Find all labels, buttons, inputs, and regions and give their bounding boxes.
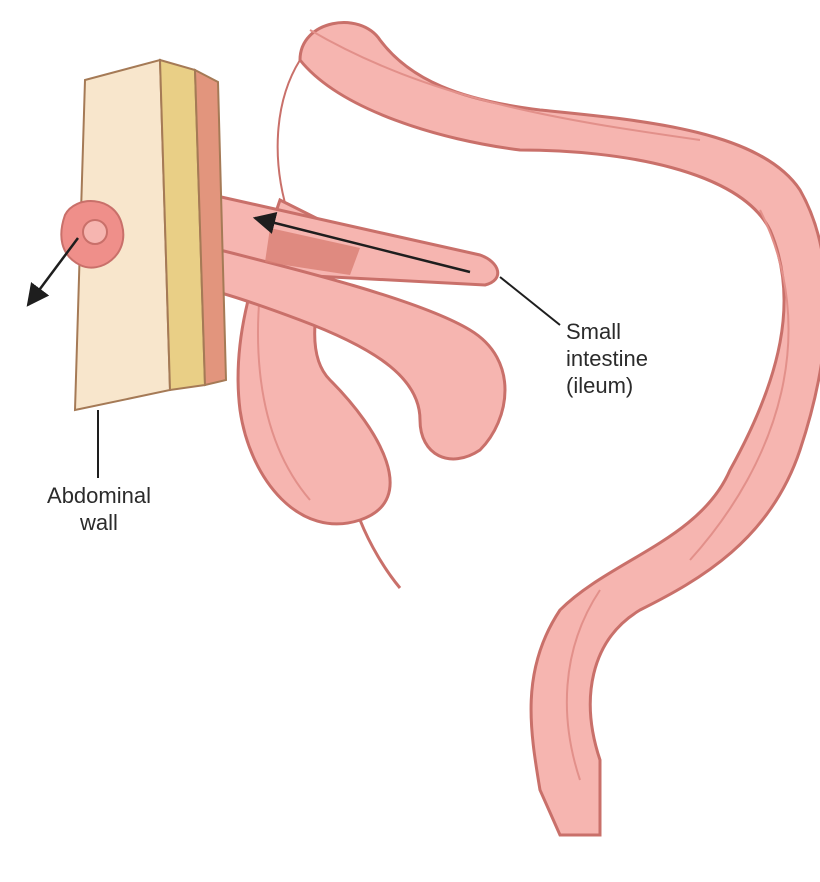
label-small-intestine: Small intestine (ileum)	[566, 318, 648, 399]
leader-line-small-intestine	[500, 277, 560, 325]
label-line: Abdominal	[14, 482, 184, 509]
colon-descending-edge	[278, 60, 300, 220]
colon-body	[300, 23, 820, 835]
stoma	[61, 201, 123, 268]
label-line: Small	[566, 318, 648, 345]
label-line: wall	[14, 509, 184, 536]
label-abdominal-wall: Abdominal wall	[14, 482, 184, 536]
label-line: intestine	[566, 345, 648, 372]
label-line: (ileum)	[566, 372, 648, 399]
arrow-icon	[28, 238, 78, 305]
appendix-tail	[360, 520, 400, 588]
